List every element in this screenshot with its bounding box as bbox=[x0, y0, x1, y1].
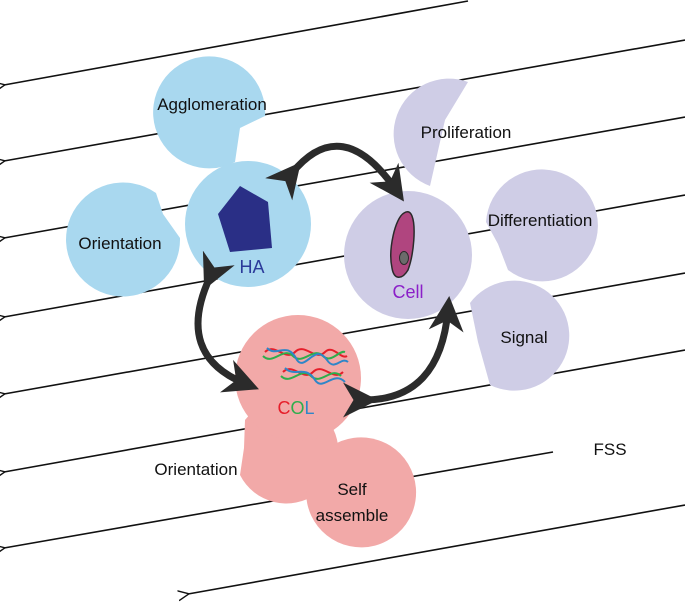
ha-orientation-bubble bbox=[66, 182, 181, 297]
self-assemble-bubble bbox=[306, 437, 417, 548]
signal-label: Signal bbox=[500, 328, 547, 347]
signal-bubble bbox=[470, 280, 570, 391]
flow-line bbox=[4, 39, 685, 161]
agglomeration-bubble bbox=[153, 56, 266, 169]
agglomeration-label: Agglomeration bbox=[157, 95, 267, 114]
differentiation-bubble bbox=[486, 169, 598, 282]
col-label-o: O bbox=[290, 398, 304, 418]
proliferation-label: Proliferation bbox=[421, 123, 512, 142]
collagen-helix-icon bbox=[262, 347, 349, 385]
col-label-c: C bbox=[277, 398, 290, 418]
pentagon-crystal-icon bbox=[218, 186, 272, 252]
ha-label: HA bbox=[239, 257, 264, 277]
proliferation-bubble bbox=[393, 78, 468, 186]
interaction-arrows bbox=[194, 142, 464, 418]
differentiation-label: Differentiation bbox=[488, 211, 593, 230]
col-label-l: L bbox=[305, 398, 315, 418]
fss-label: FSS bbox=[593, 440, 626, 459]
cell-label: Cell bbox=[392, 282, 423, 302]
ha-col-arrow bbox=[194, 250, 259, 393]
col-orientation-label: Orientation bbox=[154, 460, 237, 479]
col-cell-arrow bbox=[342, 296, 464, 418]
flow-line bbox=[188, 504, 685, 594]
self-assemble-label-line2: assemble bbox=[316, 506, 389, 525]
flow-line bbox=[4, 0, 469, 85]
col-circle bbox=[235, 315, 361, 441]
col-label: COL bbox=[277, 398, 314, 418]
self-assemble-label-line1: Self bbox=[337, 480, 367, 499]
ha-orientation-label: Orientation bbox=[78, 234, 161, 253]
ha-cell-arrow bbox=[265, 142, 404, 202]
cell-nucleus-icon bbox=[399, 251, 409, 265]
